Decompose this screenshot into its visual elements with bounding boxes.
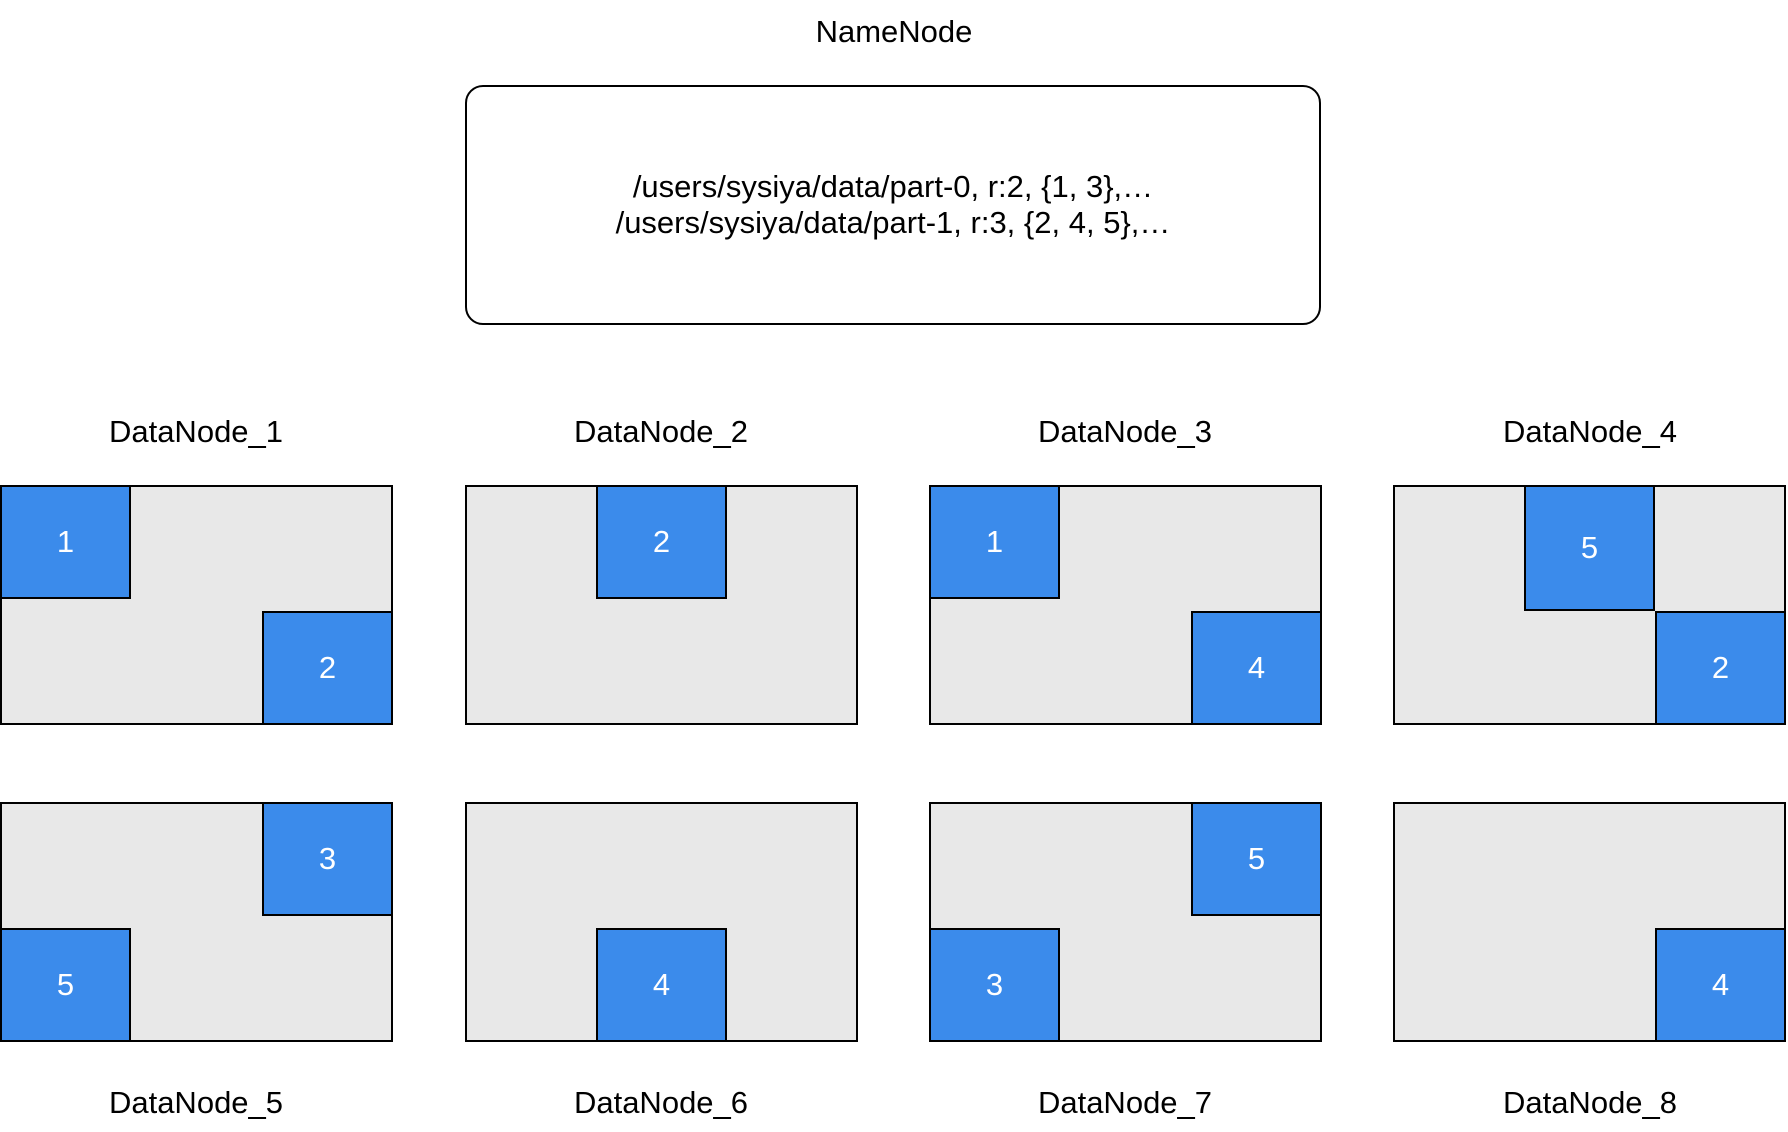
- block-3: 3: [262, 802, 393, 916]
- block-5: 5: [0, 928, 131, 1042]
- datanode-8-label: DataNode_8: [1502, 1085, 1678, 1120]
- block-4: 4: [1655, 928, 1786, 1042]
- block-5: 5: [1524, 485, 1655, 611]
- datanode-5: 3 5: [0, 802, 393, 1042]
- datanode-3-label: DataNode_3: [1037, 414, 1213, 449]
- datanode-1-label: DataNode_1: [108, 414, 284, 449]
- datanode-7-label: DataNode_7: [1037, 1085, 1213, 1120]
- namenode-box: /users/sysiya/data/part-0, r:2, {1, 3},……: [465, 85, 1321, 325]
- block-4: 4: [1191, 611, 1322, 725]
- block-2: 2: [262, 611, 393, 725]
- datanode-5-label: DataNode_5: [108, 1085, 284, 1120]
- block-2: 2: [596, 485, 727, 599]
- datanode-3: 1 4: [929, 485, 1322, 725]
- datanode-6-label: DataNode_6: [573, 1085, 749, 1120]
- block-4: 4: [596, 928, 727, 1042]
- datanode-1: 1 2: [0, 485, 393, 725]
- datanode-4-label: DataNode_4: [1502, 414, 1678, 449]
- block-2: 2: [1655, 611, 1786, 725]
- block-3: 3: [929, 928, 1060, 1042]
- block-5: 5: [1191, 802, 1322, 916]
- block-1: 1: [0, 485, 131, 599]
- namenode-entry: /users/sysiya/data/part-1, r:3, {2, 4, 5…: [615, 205, 1171, 240]
- namenode-title: NameNode: [815, 14, 973, 49]
- namenode-entry: /users/sysiya/data/part-0, r:2, {1, 3},…: [632, 169, 1154, 204]
- datanode-7: 5 3: [929, 802, 1322, 1042]
- datanode-6: 4: [465, 802, 858, 1042]
- datanode-8: 4: [1393, 802, 1786, 1042]
- datanode-2-label: DataNode_2: [573, 414, 749, 449]
- datanode-4: 5 2: [1393, 485, 1786, 725]
- block-1: 1: [929, 485, 1060, 599]
- datanode-2: 2: [465, 485, 858, 725]
